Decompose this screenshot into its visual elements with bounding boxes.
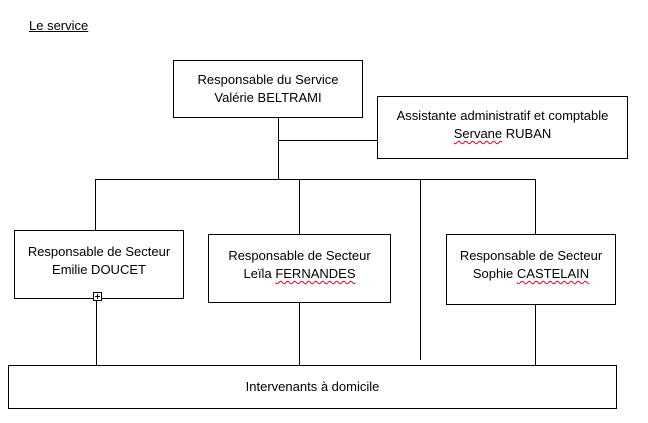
connector-head-down [278, 117, 279, 180]
assistant-role: Assistante administratif et comptable [396, 108, 609, 123]
connector-sector3-up [535, 179, 536, 235]
connector-direct-down [420, 179, 421, 360]
connector-sector1-up [95, 179, 96, 231]
sector-manager-3-box: Responsable de Secteur Sophie CASTELAIN [446, 234, 616, 305]
assistant-first-name: Servane [453, 126, 503, 141]
connector-sector3-down [535, 304, 536, 366]
sector3-role: Responsable de Secteur [459, 248, 603, 263]
head-role: Responsable du Service [197, 72, 339, 87]
head-name: Valérie BELTRAMI [214, 90, 322, 105]
sector-manager-2-box: Responsable de Secteur Leïla FERNANDES [208, 234, 391, 303]
connector-horizontal-bus [95, 179, 536, 180]
sector2-last-name: FERNANDES [275, 266, 356, 281]
head-of-service-box: Responsable du Service Valérie BELTRAMI [173, 60, 363, 118]
page-title: Le service [29, 18, 89, 33]
connector-sector1-down [96, 298, 97, 366]
sector3-last-name: CASTELAIN [516, 266, 590, 281]
sector3-first-name: Sophie [472, 266, 514, 281]
sector-manager-1-box: Responsable de Secteur Emilie DOUCET [14, 230, 184, 299]
assistant-box: Assistante administratif et comptable Se… [377, 96, 628, 159]
connector-sector2-up [299, 179, 300, 235]
sector2-first-name: Leïla [243, 266, 272, 281]
home-workers-label: Intervenants à domicile [245, 379, 380, 394]
expand-icon[interactable] [93, 292, 102, 301]
assistant-last-name: RUBAN [505, 126, 552, 141]
connector-assistant [278, 140, 378, 141]
sector1-name: Emilie DOUCET [52, 262, 146, 277]
home-workers-box: Intervenants à domicile [8, 365, 617, 409]
connector-sector2-down [299, 302, 300, 366]
sector2-role: Responsable de Secteur [228, 248, 371, 263]
sector1-role: Responsable de Secteur [27, 244, 171, 259]
